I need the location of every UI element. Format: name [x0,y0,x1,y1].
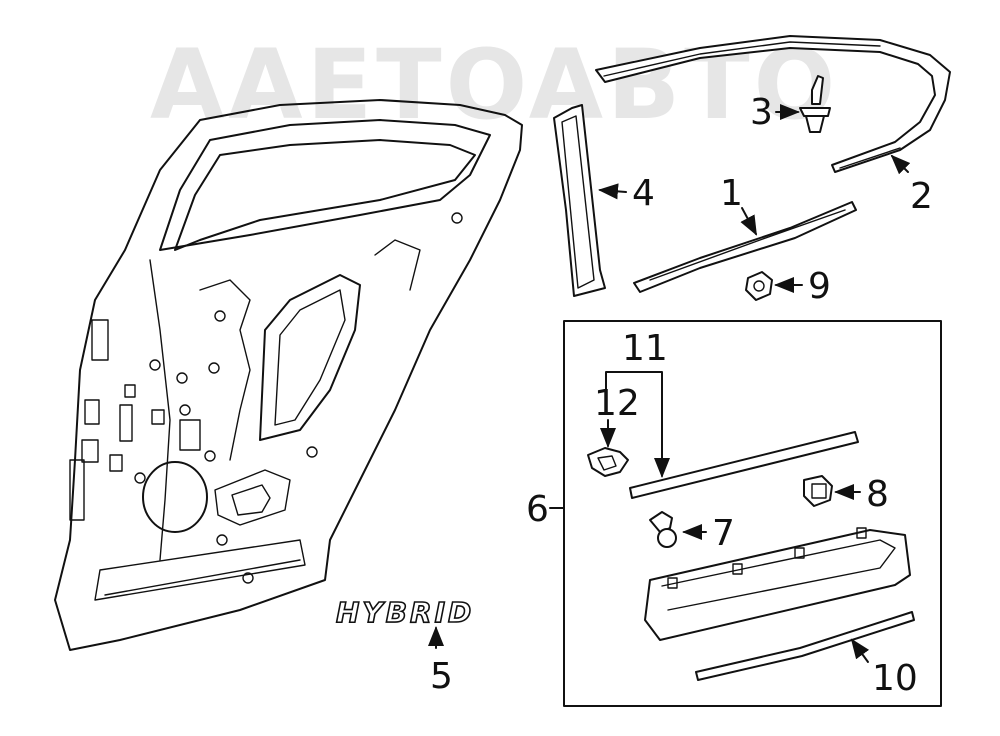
part-5-hybrid-badge: HYBRID [335,595,474,630]
part-4-pillar-garnish [553,104,606,297]
callout-11: 11 [622,328,668,369]
part-12-clip [587,447,629,477]
callout-9: 9 [808,266,831,307]
callout-5: 5 [430,656,453,697]
callout-12: 12 [594,383,640,424]
part-10-lower-strip [695,611,915,681]
callout-7: 7 [712,513,735,554]
rear-door-panel [54,99,523,651]
callout-labels: 1 2 3 4 5 6 7 8 9 10 11 12 [430,92,933,699]
callout-10: 10 [872,658,918,699]
part-8-clip [803,475,833,507]
callout-3: 3 [750,92,773,133]
callout-4: 4 [632,173,655,214]
callout-1: 1 [720,173,743,214]
hybrid-badge-text: HYBRID [336,596,474,629]
part-2-frame-molding [595,35,951,173]
part-1-belt-molding [633,201,857,293]
part-6-rocker-garnish [644,527,911,641]
part-9-nut [745,271,773,301]
part-6-assembly-box [563,320,942,707]
part-11-strip [629,431,859,499]
callout-8: 8 [866,474,889,515]
callout-2: 2 [910,176,933,217]
callout-6: 6 [526,489,549,530]
part-7-clip [649,511,677,548]
part-3-clip [799,75,831,133]
leader-lines [428,104,911,663]
